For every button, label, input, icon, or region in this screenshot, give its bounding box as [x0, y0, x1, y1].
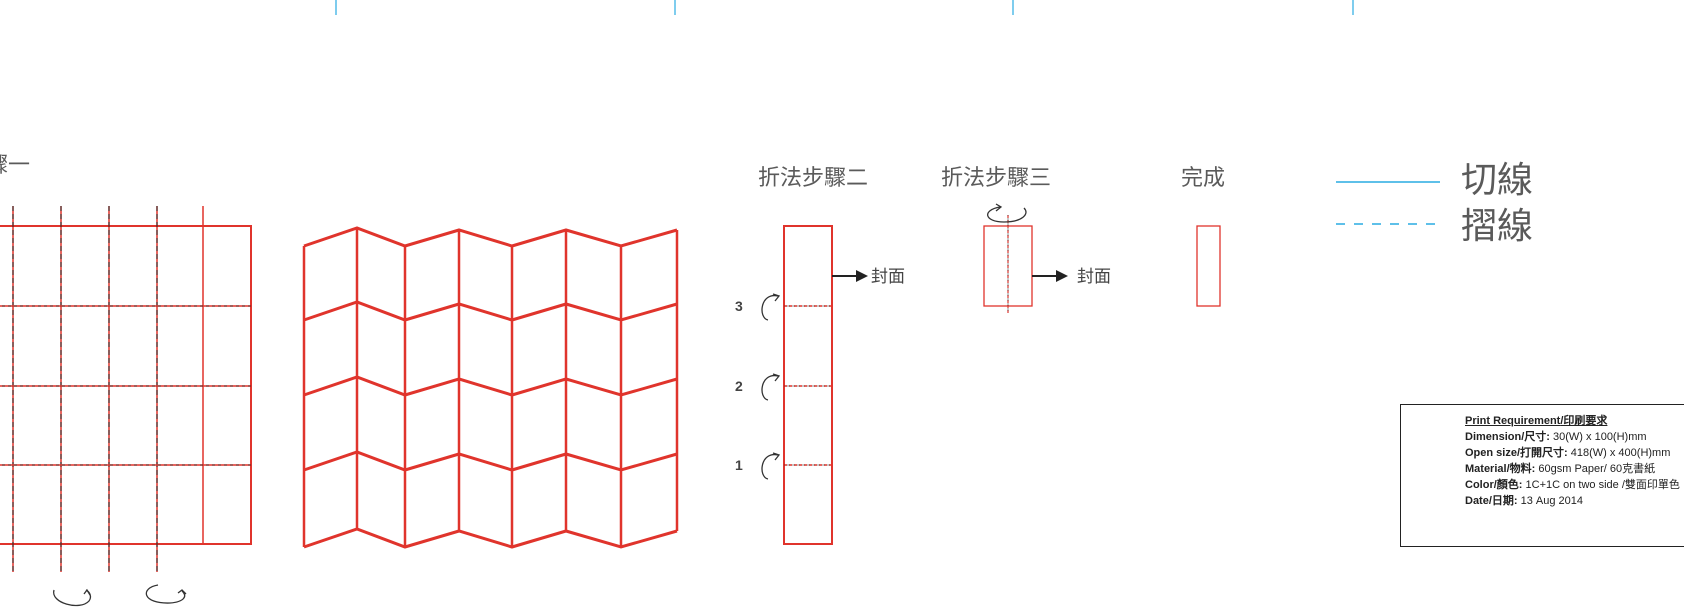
fold-number-3: 3: [735, 298, 743, 314]
spec-row-open-size: Open size/打開尺寸: 418(W) x 400(H)mm: [1465, 445, 1684, 461]
cover-arrow-icon: [832, 270, 868, 282]
print-requirement-header: Print Requirement/印刷要求: [1465, 413, 1684, 429]
cover-label: 封面: [1077, 267, 1111, 287]
fold-number-2: 2: [735, 378, 743, 394]
accordion-row-edge: [304, 228, 677, 246]
step2-title: 折法步驟二: [758, 166, 868, 191]
sheet-outline: [0, 226, 251, 544]
accordion-folded-sheet: [304, 228, 677, 547]
step2-strip: [784, 226, 832, 544]
step1-title: 驟一: [0, 153, 30, 178]
finished-booklet: [1197, 226, 1220, 306]
fold-line-label: 摺線: [1461, 206, 1533, 247]
spec-row-date: Date/日期: 13 Aug 2014: [1465, 493, 1684, 509]
spec-row-color: Color/顏色: 1C+1C on two side /雙面印單色: [1465, 477, 1684, 493]
spec-row-dimension: Dimension/尺寸: 30(W) x 100(H)mm: [1465, 429, 1684, 445]
rotation-arrow-icon: [146, 585, 186, 603]
rotation-arrow-icon: [54, 590, 91, 605]
done-title: 完成: [1181, 166, 1225, 191]
step3-strip: [984, 215, 1032, 313]
legend: 切線 摺線: [1336, 160, 1533, 247]
cover-label: 封面: [871, 267, 905, 287]
fold-direction-icon: [762, 453, 779, 479]
trim-ticks: [336, 0, 1353, 15]
fold-direction-icon: [762, 294, 779, 320]
cut-line-label: 切線: [1461, 160, 1533, 201]
fold-direction-icon: [762, 374, 779, 400]
unfolded-sheet-grid: [0, 206, 251, 572]
step3-title: 折法步驟三: [941, 166, 1051, 191]
spec-row-material: Material/物料: 60gsm Paper/ 60克書紙: [1465, 461, 1684, 477]
rotation-arrow-icon: [988, 204, 1026, 222]
print-requirement-box: Print Requirement/印刷要求 Dimension/尺寸: 30(…: [1400, 404, 1684, 547]
cover-arrow-icon: [1032, 270, 1068, 282]
fold-number-1: 1: [735, 457, 743, 473]
